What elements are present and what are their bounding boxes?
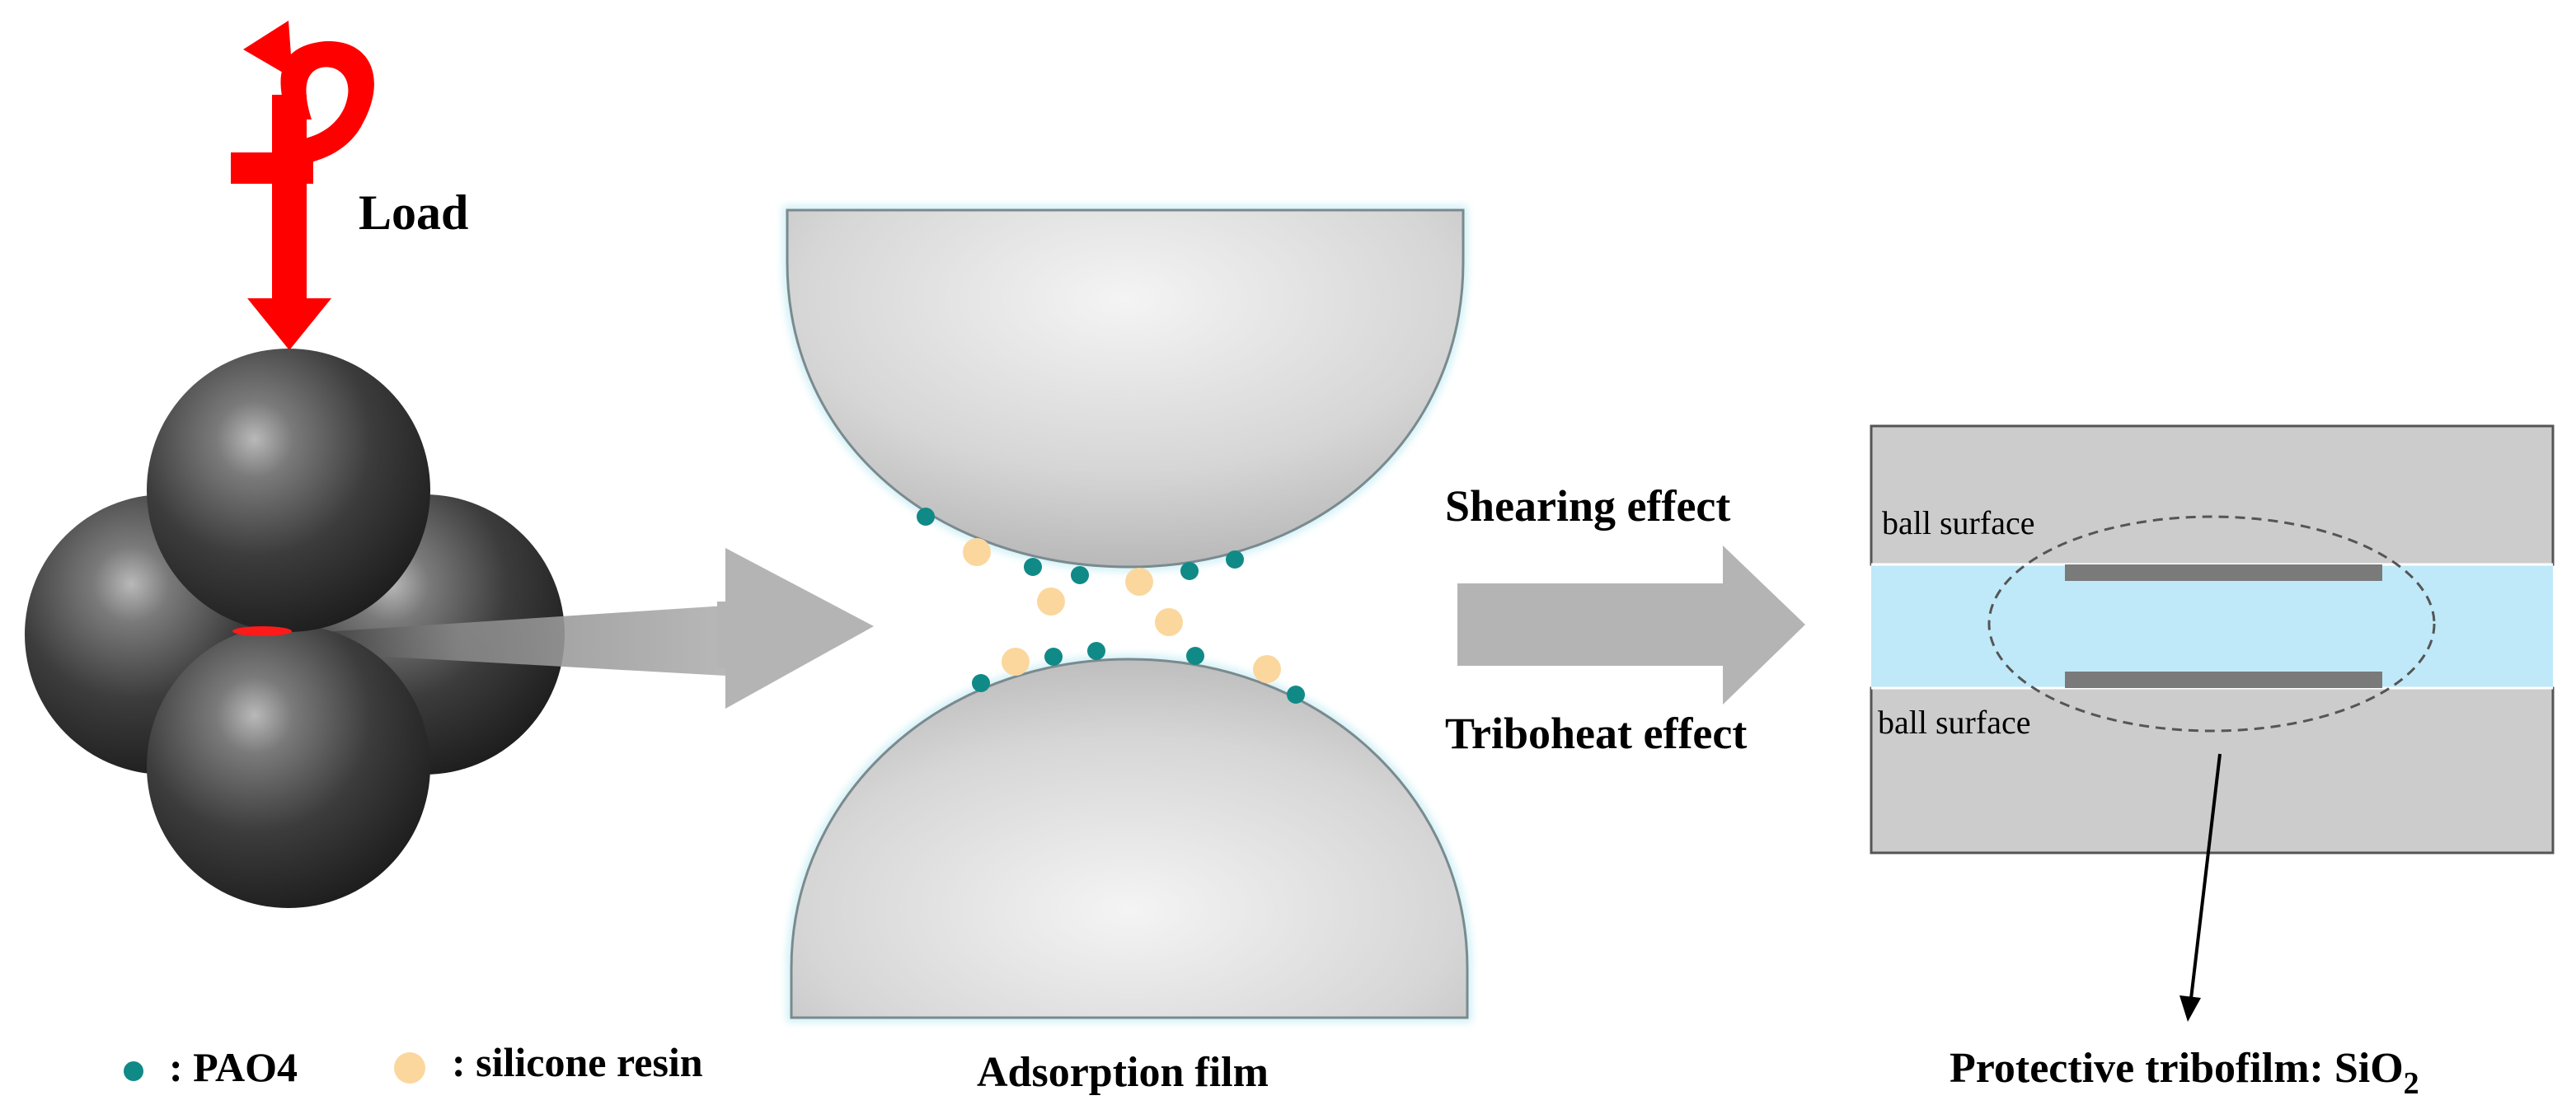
pao4-molecule [1044,648,1063,666]
silicone-resin-particles [963,538,1281,683]
pao4-molecules [917,508,1305,704]
legend-pao4-dot [124,1061,143,1081]
pointer-line [2189,753,2222,1000]
silicone-resin-particle [1155,608,1183,636]
pao4-molecule [1226,550,1244,569]
legend-pao4-label: : PAO4 [169,1044,298,1090]
pointer-arrow-head-icon [2180,995,2201,1022]
load-arrow-group: Load [231,21,468,350]
protective-tribofilm-label: Protective tribofilm: SiO2 [1950,1045,2419,1101]
magnify-arrow-icon [717,548,874,709]
tribofilm-panel: ball surface ball surface Protective tri… [1870,424,2555,1101]
load-arrow-head-icon [247,298,331,350]
pao4-molecule [1024,558,1042,576]
shearing-effect-label: Shearing effect [1445,481,1730,531]
lower-half-sphere [790,658,1469,1019]
ball-surface-bottom-label: ball surface [1878,704,2030,741]
load-shaft [272,95,307,301]
legend-silicone-label: : silicone resin [452,1039,703,1085]
rotation-arrow-icon [272,40,374,166]
lubricant-layer [1871,564,2553,688]
silicone-resin-particle [1037,588,1065,616]
silicone-resin-particle [1253,655,1281,683]
pao4-molecule [1071,566,1089,584]
adsorption-film-label: Adsorption film [977,1049,1269,1096]
legend: : PAO4 : silicone resin [124,1039,703,1090]
pao4-molecule [1180,562,1199,580]
process-arrow-icon [1457,545,1805,705]
ball-surface-top-label: ball surface [1882,504,2034,541]
effects-group: Shearing effect Triboheat effect [1445,481,1805,758]
pao4-molecule [1087,642,1105,660]
rotation-arrow-head-icon [243,21,293,78]
upper-ball-block [1870,424,2555,566]
tribofilm-top [2065,564,2382,581]
legend-silicone-dot [394,1052,425,1084]
pao4-molecule [917,508,935,526]
contact-point [232,626,292,636]
silicone-resin-particle [1002,648,1030,676]
silicone-resin-particle [1125,568,1153,596]
pao4-molecule [972,674,990,692]
triboheat-effect-label: Triboheat effect [1445,709,1747,758]
silicone-resin-particle [963,538,991,566]
load-label: Load [359,185,468,240]
ball-bottom [147,625,430,908]
contact-zone: Adsorption film [783,206,1471,1096]
pao4-molecule [1186,647,1204,665]
four-ball-cluster [25,349,725,908]
tribofilm-bottom [2065,672,2382,688]
magnification-beam [284,606,725,676]
upper-half-sphere [786,208,1465,569]
pao4-molecule [1287,686,1305,704]
zoom-region-outline [1987,515,2436,733]
ball-top [147,349,430,632]
